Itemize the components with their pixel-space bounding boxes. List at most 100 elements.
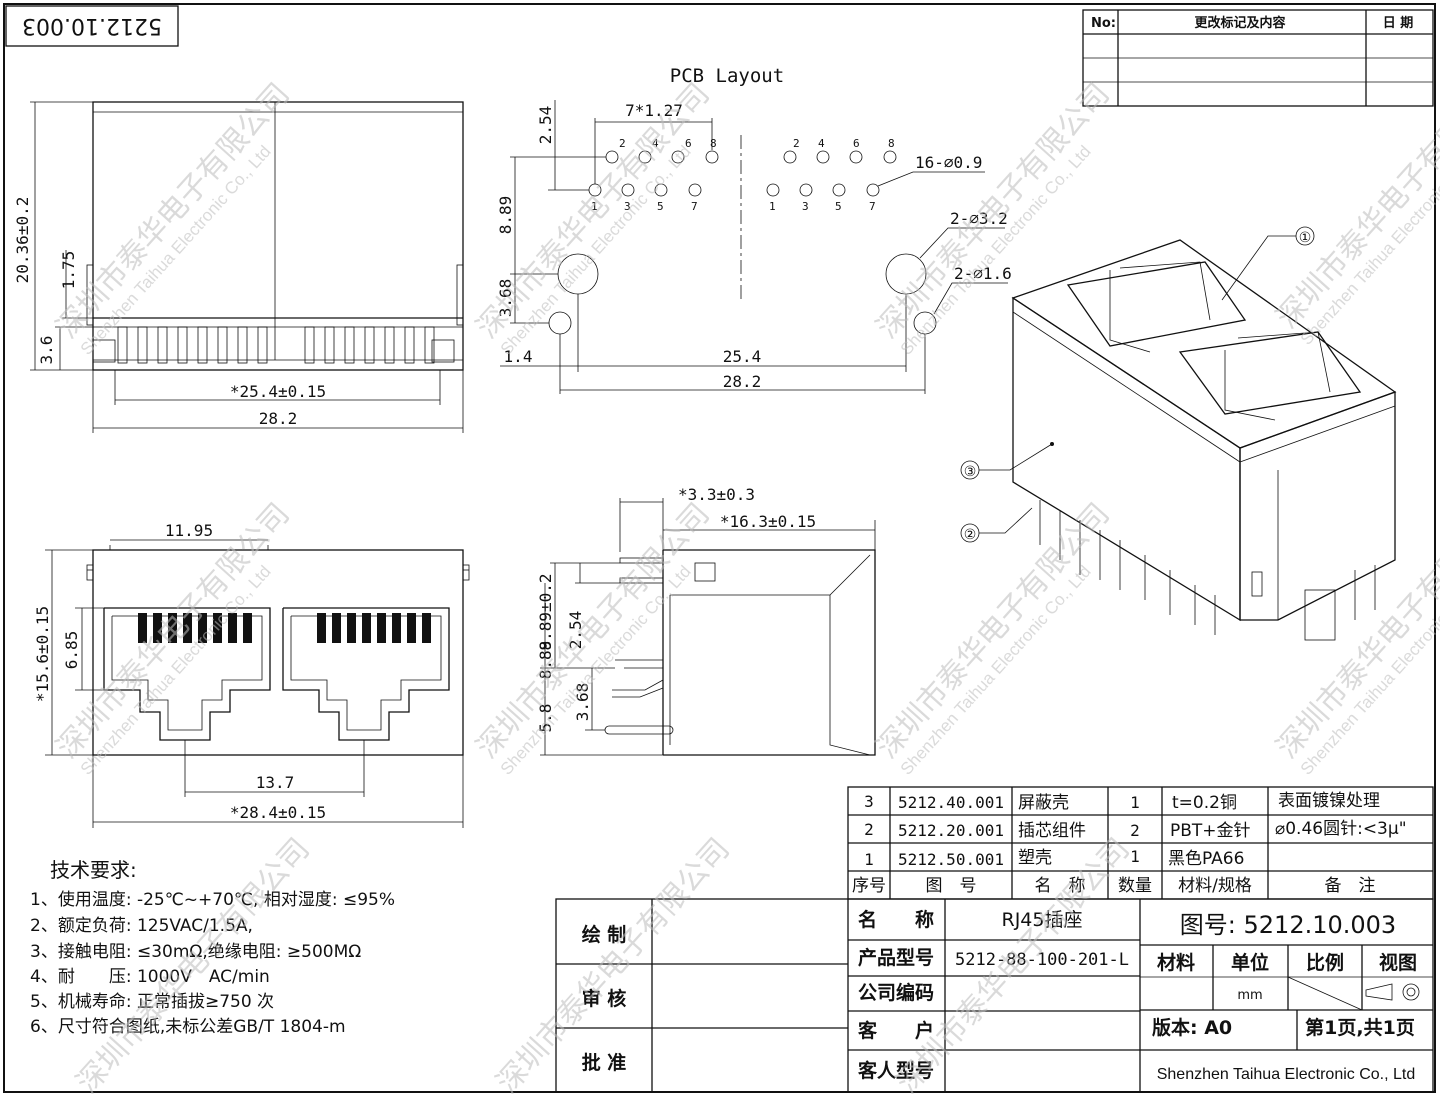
tech-requirements: 技术要求: 1、使用温度: -25℃~+70℃, 相对湿度: ≤95% 2、额定… [30, 858, 395, 1037]
svg-text:序号: 序号 [852, 876, 886, 896]
pin-label-6a: 6 [685, 137, 692, 150]
svg-text:5212.10.003: 5212.10.003 [22, 13, 162, 38]
dim-side-889: 8.89 [536, 641, 555, 680]
rev-header-date: 日 期 [1383, 16, 1414, 31]
label-customer-model: 客人型号 [858, 1059, 934, 1082]
revision-table: No: 更改标记及内容 日 期 [1082, 9, 1434, 107]
hole-label-16: 2-⌀1.6 [954, 264, 1012, 283]
dim-face-137: 13.7 [256, 773, 295, 792]
dim-side-368: 3.68 [573, 683, 592, 722]
hole-label-09: 16-⌀0.9 [915, 153, 982, 172]
isometric-view: ① ② ③ [960, 226, 1397, 641]
dim-face-284: *28.4±0.15 [230, 803, 326, 822]
svg-text:5212.50.001: 5212.50.001 [898, 850, 1004, 869]
bom-row: 1 5212.50.001 塑壳 1 黑色PA66 [864, 847, 1244, 869]
label-name: 名 称 [858, 908, 934, 931]
bom-row: 2 5212.20.001 插芯组件 2 PBT+金针 ⌀0.46圆针:<3μ" [864, 819, 1406, 841]
label-approve: 批 准 [582, 1052, 627, 1074]
pin-label-3a: 3 [624, 200, 631, 213]
pin-label-8a: 8 [710, 137, 717, 150]
svg-text:Shenzhen Taihua Electronic Co.: Shenzhen Taihua Electronic Co., Ltd [77, 562, 275, 779]
dim-pcb-368: 3.68 [496, 279, 515, 318]
label-model: 产品型号 [858, 946, 934, 969]
tech-item-3: 3、接触电阻: ≤30mΩ,绝缘电阻: ≥500MΩ [30, 942, 361, 962]
dim-face-685: 6.85 [62, 631, 81, 670]
svg-text:材料/规格: 材料/规格 [1178, 876, 1252, 896]
svg-text:备 注: 备 注 [1325, 876, 1376, 896]
dim-face-1195: 11.95 [165, 521, 213, 540]
label-code: 公司编码 [858, 981, 934, 1004]
dim-pcb-254: 2.54 [536, 106, 555, 145]
pin-label-2b: 2 [793, 137, 800, 150]
company-name: Shenzhen Taihua Electronic Co., Ltd [1157, 1066, 1416, 1083]
doc-code-box: 5212.10.003 [5, 5, 179, 47]
label-unit: 单位 [1231, 951, 1269, 974]
tech-title: 技术要求: [50, 858, 137, 882]
tech-item-5: 5、机械寿命: 正常插拔≥750 次 [30, 992, 274, 1012]
dim-pcb-889: 8.89 [496, 196, 515, 235]
pin-label-2a: 2 [619, 137, 626, 150]
dim-front-36: 3.6 [37, 336, 56, 365]
label-scale: 比例 [1306, 951, 1344, 974]
label-check: 审 核 [582, 987, 627, 1010]
rev-header-no: No: [1091, 16, 1116, 31]
bom-table: 3 5212.40.001 屏蔽壳 1 t=0.2铜 表面镀镍处理 2 5212… [847, 786, 1434, 900]
dim-pcb-282: 28.2 [723, 372, 762, 391]
title-block: 绘 制 审 核 批 准 名 称 RJ45插座 产品型号 5212-88-100-… [555, 898, 1434, 1093]
pcb-layout-title: PCB Layout [670, 65, 784, 87]
svg-text:插芯组件: 插芯组件 [1018, 821, 1086, 841]
dim-side-254: 2.54 [566, 611, 585, 650]
pin-label-6b: 6 [853, 137, 860, 150]
svg-text:1: 1 [864, 850, 874, 869]
dim-side-33: *3.3±0.3 [678, 485, 755, 504]
svg-text:表面镀镍处理: 表面镀镍处理 [1278, 791, 1380, 811]
svg-text:深圳市泰华电子有限公司: 深圳市泰华电子有限公司 [50, 77, 297, 346]
pin-label-7a: 7 [691, 200, 698, 213]
bom-header: 序号 图 号 名 称 数量 材料/规格 备 注 [852, 876, 1376, 896]
front-view: 20.36±0.2 1.75 3.6 *25.4±0.15 28.2 [13, 101, 464, 433]
dim-pcb-pitch: 7*1.27 [625, 101, 683, 120]
svg-text:Shenzhen Taihua Electronic Co.: Shenzhen Taihua Electronic Co., Ltd [497, 562, 695, 779]
svg-text:PBT+金针: PBT+金针 [1170, 821, 1251, 841]
tech-item-6: 6、尺寸符合图纸,未标公差GB/T 1804-m [30, 1017, 346, 1037]
label-view: 视图 [1379, 951, 1417, 974]
label-customer: 客 户 [858, 1019, 934, 1042]
bom-row: 3 5212.40.001 屏蔽壳 1 t=0.2铜 表面镀镍处理 [864, 791, 1380, 813]
svg-text:Shenzhen Taihua Electronic Co.: Shenzhen Taihua Electronic Co., Ltd [897, 562, 1095, 779]
drawing-number: 图号: 5212.10.003 [1180, 911, 1396, 939]
pin-label-4b: 4 [818, 137, 825, 150]
svg-text:3: 3 [864, 792, 874, 811]
pin-label-7b: 7 [869, 200, 876, 213]
svg-text:2: 2 [1130, 821, 1140, 840]
dim-face-156: *15.6±0.15 [33, 606, 52, 702]
svg-text:名 称: 名 称 [1035, 876, 1086, 896]
dim-front-175: 1.75 [59, 251, 78, 290]
svg-text:5212.40.001: 5212.40.001 [898, 793, 1004, 812]
pin-label-3b: 3 [802, 200, 809, 213]
dim-pcb-14: 1.4 [504, 347, 533, 366]
dim-side-58: 5.8 [536, 704, 555, 733]
dim-front-height: 20.36±0.2 [13, 197, 32, 284]
callout-2: ② [964, 527, 977, 543]
label-draw: 绘 制 [582, 923, 627, 946]
svg-text:数量: 数量 [1118, 876, 1152, 896]
pin-label-1a: 1 [591, 200, 598, 213]
svg-text:Shenzhen Taihua Electronic Co.: Shenzhen Taihua Electronic Co., Ltd [77, 142, 275, 359]
svg-text:t=0.2铜: t=0.2铜 [1172, 793, 1237, 813]
version: 版本: A0 [1152, 1016, 1232, 1039]
svg-text:⌀0.46圆针:<3μ": ⌀0.46圆针:<3μ" [1275, 819, 1407, 839]
svg-text:屏蔽壳: 屏蔽壳 [1018, 793, 1069, 813]
page-info: 第1页,共1页 [1305, 1016, 1415, 1039]
dim-side-163: *16.3±0.15 [720, 512, 816, 531]
pcb-layout: PCB Layout 2 4 6 8 1 3 5 7 2 4 6 8 1 3 5… [496, 65, 1012, 394]
svg-text:Shenzhen Taihua Electronic Co.: Shenzhen Taihua Electronic Co., Ltd [897, 142, 1095, 359]
dim-pcb-254b: 25.4 [723, 347, 762, 366]
callout-3: ③ [964, 464, 977, 480]
side-view: *3.3±0.3 *16.3±0.15 8.89±0.2 2.54 8.89 3… [536, 485, 876, 756]
tech-item-1: 1、使用温度: -25℃~+70℃, 相对湿度: ≤95% [30, 889, 395, 910]
svg-text:1: 1 [1130, 847, 1140, 866]
hole-label-32: 2-⌀3.2 [950, 209, 1008, 228]
svg-text:塑壳: 塑壳 [1018, 848, 1052, 868]
dim-front-pitch: *25.4±0.15 [230, 382, 326, 401]
tech-item-4: 4、耐 压: 1000V AC/min [30, 967, 270, 987]
